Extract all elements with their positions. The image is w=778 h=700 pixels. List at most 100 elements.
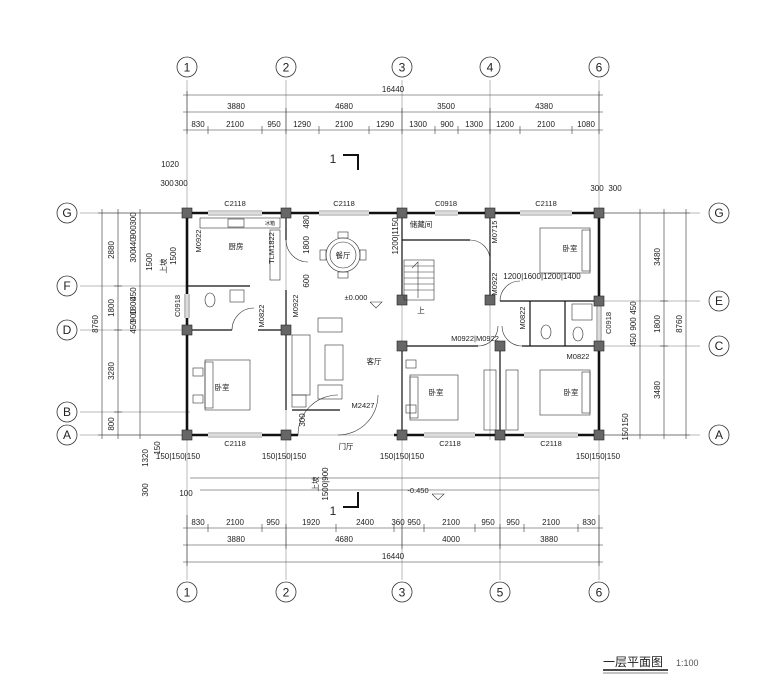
top-dim-l1-4: 2100 [335,120,353,129]
axis-bubbles-top: 1 2 3 4 6 [176,56,610,78]
vertical-grid-lines [186,80,600,580]
left-dim-l1-1: 900 [129,225,138,239]
bottom-dim-l1-1: 2100 [226,518,244,527]
inner-dimensions: 1800 480 600 1200|1150 1200|1600|1200|14… [156,215,621,501]
bottom-dim-l1-11: 830 [582,518,596,527]
room-living: 客厅 [367,356,382,366]
stair-up-label: 上 [417,306,425,315]
top-dimensions: 16440 3880 4680 3500 4380 830 2100 950 1… [183,85,603,134]
code-m2427: M2427 [352,401,375,410]
door-swings [231,239,523,436]
axis-6-top: 6 [596,61,603,75]
code-m0922-stair: M0922 [490,273,499,296]
bottom-dim-l1-8: 950 [481,518,495,527]
axis-A-right: A [715,428,723,442]
room-bedroom-4: 卧室 [563,243,578,253]
axis-F-left: F [63,279,70,293]
bottom-dim-l1-2: 950 [266,518,280,527]
right-dim-l1-3: 900 [629,317,638,331]
left-dim-l1-5: 1800 [129,297,138,315]
right-dim-l1-1: 300 [608,184,622,193]
axis-B-left: B [63,405,71,419]
bottom-dim-l1-7: 2100 [442,518,460,527]
inner-w150-3: 150|150|150 [380,452,425,461]
inner-dim-600: 600 [302,274,311,288]
axis-D-left: D [63,323,72,337]
bed-left [192,359,251,411]
left-dimensions: 8760 2880 1800 3280 800 300 900 440 300 … [91,160,193,498]
left-dim-l1-7: 900 [129,309,138,323]
axis-A-left: A [63,428,71,442]
inner-w150-4: 150|150|150 [576,452,621,461]
bed-right [505,369,591,431]
axis-1-bottom: 1 [184,586,191,600]
bottom-dimensions: 830 2100 950 1920 2400 360 950 2100 950 … [183,515,603,566]
left-dim-l2-2: 3280 [107,362,116,380]
room-labels: 厨房 餐厅 储藏间 客厅 卧室 卧室 卧室 卧室 门厅 上 [215,219,579,451]
bottom-dim-l1-10: 2100 [542,518,560,527]
top-dim-l1-5: 1290 [376,120,394,129]
code-c0918-right: C0918 [604,312,613,334]
top-dim-l2-2: 3500 [437,102,455,111]
kitchen-counter [199,217,281,281]
bottom-dim-l1-9: 950 [506,518,520,527]
window-door-codes: C2118 C2118 C0918 C2118 C2118 C2118 C211… [173,199,613,448]
bottom-dim-l1-5: 360 [391,518,405,527]
axis-bubbles-left: G F D B A [56,202,78,446]
top-dim-l1-8: 1300 [465,120,483,129]
code-m0822-right: M0822 [567,352,590,361]
right-dim-l1-5: 150 [621,413,630,427]
bed-top-right [539,227,591,274]
axis-3-top: 3 [399,61,406,75]
bottom-dim-l1-6: 950 [407,518,421,527]
axis-3-bottom: 3 [399,586,406,600]
left-dim-l1-3: 300 [129,249,138,263]
right-dim-l1-0: 300 [590,184,604,193]
code-m0822-bath: M0822 [518,307,527,330]
code-tlm1822: TLM1822 [267,232,276,264]
code-c2118-2: C2118 [333,199,355,208]
left-dim-l2-0: 2880 [107,241,116,259]
top-dim-l1-0: 830 [191,120,205,129]
inner-dim-1200-1600: 1200|1600|1200|1400 [503,272,581,281]
room-dining: 餐厅 [336,251,351,260]
drawing-title: 一层平面图 [603,655,663,669]
room-storage: 储藏间 [410,219,433,229]
room-bedroom-3: 卧室 [564,387,579,397]
left-dim-l2-3: 800 [107,417,116,431]
top-dim-l2-1: 4680 [335,102,353,111]
left-extra-300a: 300 [160,179,174,188]
left-extra-100: 100 [179,489,193,498]
left-dim-l1-2: 440 [129,237,138,251]
floor-elevation: ±0.000 [345,293,368,302]
top-dim-l1-7: 900 [440,120,454,129]
room-bedroom-1: 卧室 [215,382,230,392]
left-extra-300c: 300 [141,483,150,497]
inner-dim-480: 480 [302,215,311,229]
top-dim-l1-10: 2100 [537,120,555,129]
bottom-dim-l1-4: 2400 [356,518,374,527]
axis-2-bottom: 2 [283,586,290,600]
left-dim-l1-4: 1500 [145,253,154,271]
right-dim-l1-2: 450 [629,301,638,315]
drawing-scale: 1:100 [676,658,699,668]
staircase [403,259,435,301]
dining-table [319,231,367,279]
right-dim-l2-0: 3480 [653,248,662,266]
bottom-dim-l1-3: 1920 [302,518,320,527]
inner-w150-1: 150|150|150 [156,452,201,461]
left-extra-1320: 1320 [141,449,150,467]
section-mark-bottom: 1 [330,504,337,518]
axis-bubbles-right: G E C A [708,202,730,446]
top-dim-l1-2: 950 [267,120,281,129]
bottom-total-dim: 16440 [382,552,405,561]
code-c0918-left: C0918 [173,295,182,317]
code-m0715: M0715 [490,221,499,244]
axis-6-bottom: 6 [596,586,603,600]
left-extra-300b: 300 [174,179,188,188]
inner-dim-1500-900: 1500|900 [321,467,330,501]
bottom-dim-l2-0: 3880 [227,535,245,544]
axis-G-left: G [62,206,71,220]
fridge-label: 冰箱 [265,220,275,227]
